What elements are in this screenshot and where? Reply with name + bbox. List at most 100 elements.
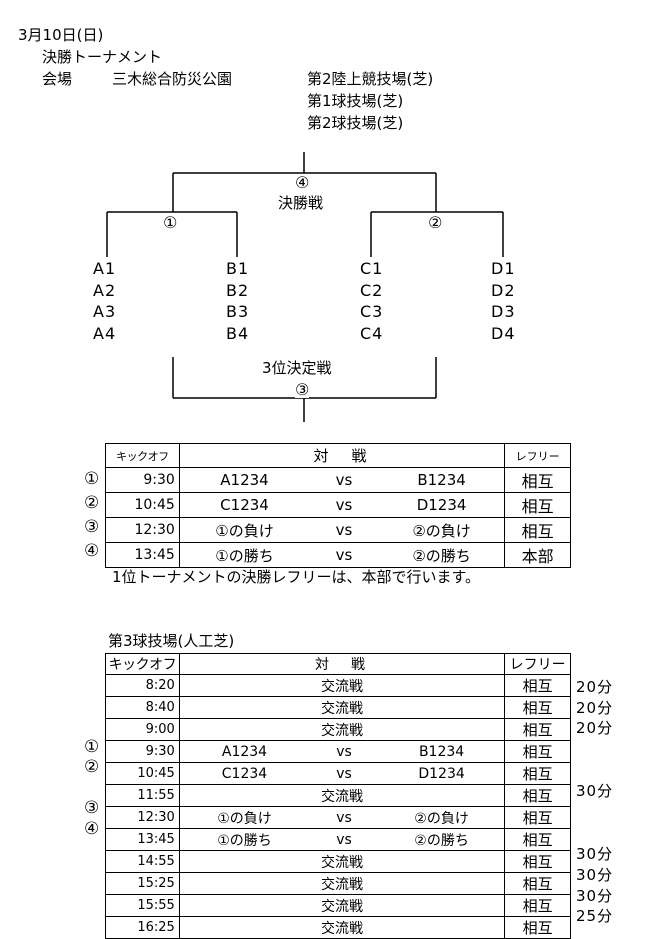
match: 交流戦 xyxy=(178,696,506,719)
home-team: ①の負け xyxy=(178,517,310,543)
field-title: 第3球技場(人工芝) xyxy=(108,632,235,650)
team-name: D2 xyxy=(491,280,516,300)
table-row: 8:40 交流戦 相互 xyxy=(105,696,571,719)
match: 交流戦 xyxy=(178,872,506,895)
referee: 相互 xyxy=(504,850,571,873)
vs-label: vs xyxy=(309,467,379,493)
kickoff-time: 14:55 xyxy=(105,850,180,873)
team-name: B1 xyxy=(226,259,250,278)
team-name: B3 xyxy=(226,302,250,321)
vs-label: vs xyxy=(309,492,379,518)
duration: 30分 xyxy=(576,866,614,884)
team-name: A2 xyxy=(93,280,117,300)
event-date: 3月10日(日) xyxy=(18,26,104,44)
referee: 相互 xyxy=(504,806,571,829)
table-row: 13:45 ①の勝ち vs ②の勝ち 本部 xyxy=(105,542,571,568)
home-team: ①の負け xyxy=(178,806,310,829)
kickoff-time: 9:30 xyxy=(105,740,180,763)
home-team: ①の勝ち xyxy=(178,542,310,568)
referee: 相互 xyxy=(504,718,571,741)
final-label: 決勝戦 xyxy=(278,194,324,212)
kickoff-header: キックオフ xyxy=(105,653,180,675)
kickoff-time: 9:00 xyxy=(105,718,180,741)
referee: 相互 xyxy=(504,467,571,493)
referee: 相互 xyxy=(504,894,571,917)
third-place-mark: ③ xyxy=(295,380,310,399)
referee: 相互 xyxy=(504,740,571,763)
team-name: A4 xyxy=(93,323,117,343)
match: 交流戦 xyxy=(178,916,506,939)
team-name: C1 xyxy=(360,259,384,278)
duration: 30分 xyxy=(576,782,614,800)
venue-label: 会場 xyxy=(42,70,73,88)
referee: 相互 xyxy=(504,872,571,895)
table-row: 12:30 ①の負け vs ②の負け 相互 xyxy=(105,806,571,829)
row-mark: ② xyxy=(84,493,100,513)
team-name: B2 xyxy=(226,280,250,300)
team-name: C3 xyxy=(360,302,384,321)
referee: 相互 xyxy=(504,674,571,697)
team-list-a: A1 A2 A3 A4 xyxy=(93,258,116,344)
row-mark: ③ xyxy=(84,517,100,537)
referee-header: レフリー xyxy=(504,653,571,675)
vs-label: vs xyxy=(309,828,379,851)
table-row: 10:45 C1234 vs D1234 相互 xyxy=(105,492,571,518)
vs-label: vs xyxy=(309,806,379,829)
row-mark: ④ xyxy=(84,541,100,561)
referee: 相互 xyxy=(504,517,571,543)
home-team: C1234 xyxy=(178,762,310,785)
kickoff-time: 12:30 xyxy=(105,806,180,829)
kickoff-time: 16:25 xyxy=(105,916,180,939)
table-row: 15:55 交流戦 相互 xyxy=(105,894,571,917)
referee-note: 1位トーナメントの決勝レフリーは、本部で行います。 xyxy=(112,568,481,586)
row-mark: ③ xyxy=(84,798,100,818)
duration: 30分 xyxy=(576,887,614,905)
table-row: 9:30 A1234 vs B1234 相互 xyxy=(105,467,571,493)
referee-header: レフリー xyxy=(504,443,571,468)
referee: 相互 xyxy=(504,784,571,807)
match-header: 対 戦 xyxy=(178,653,506,675)
vs-label: vs xyxy=(309,542,379,568)
vs-label: vs xyxy=(309,517,379,543)
vs-label: vs xyxy=(309,740,379,763)
match: 交流戦 xyxy=(178,784,506,807)
match: 交流戦 xyxy=(178,674,506,697)
home-team: A1234 xyxy=(178,740,310,763)
kickoff-time: 8:40 xyxy=(105,696,180,719)
third-place-label: 3位決定戦 xyxy=(262,359,332,377)
row-mark: ① xyxy=(84,469,100,489)
kickoff-header: キックオフ xyxy=(105,443,180,468)
table-row: 8:20 交流戦 相互 xyxy=(105,674,571,697)
table-row: 9:00 交流戦 相互 xyxy=(105,718,571,741)
team-name: A3 xyxy=(93,302,117,321)
table-row: 14:55 交流戦 相互 xyxy=(105,850,571,873)
home-team: C1234 xyxy=(178,492,310,518)
away-team: ②の勝ち xyxy=(378,828,506,851)
kickoff-time: 10:45 xyxy=(105,492,180,518)
kickoff-time: 15:25 xyxy=(105,872,180,895)
referee: 相互 xyxy=(504,492,571,518)
schedule-table-field3: キックオフ 対 戦 レフリー 8:20 交流戦 相互 8:40 交流戦 相互 9… xyxy=(105,653,571,939)
vs-label: vs xyxy=(309,762,379,785)
referee: 相互 xyxy=(504,828,571,851)
team-list-b: B1 B2 B3 B4 xyxy=(226,258,249,344)
field-name: 第1球技場(芝) xyxy=(307,92,404,110)
away-team: ②の負け xyxy=(378,806,506,829)
away-team: D1234 xyxy=(378,492,506,518)
tournament-bracket xyxy=(106,152,504,422)
semi-right-mark: ② xyxy=(428,213,443,232)
duration: 20分 xyxy=(576,699,614,717)
away-team: ②の負け xyxy=(378,517,506,543)
table-row: 13:45 ①の勝ち vs ②の勝ち 相互 xyxy=(105,828,571,851)
duration: 20分 xyxy=(576,678,614,696)
team-list-c: C1 C2 C3 C4 xyxy=(360,258,383,344)
away-team: B1234 xyxy=(378,467,506,493)
kickoff-time: 13:45 xyxy=(105,542,180,568)
table-row: 12:30 ①の負け vs ②の負け 相互 xyxy=(105,517,571,543)
duration: 30分 xyxy=(576,845,614,863)
match: 交流戦 xyxy=(178,718,506,741)
duration: 25分 xyxy=(576,907,614,925)
semi-left-mark: ① xyxy=(163,213,178,232)
table-row: 15:25 交流戦 相互 xyxy=(105,872,571,895)
venue-name: 三木総合防災公園 xyxy=(112,70,233,88)
